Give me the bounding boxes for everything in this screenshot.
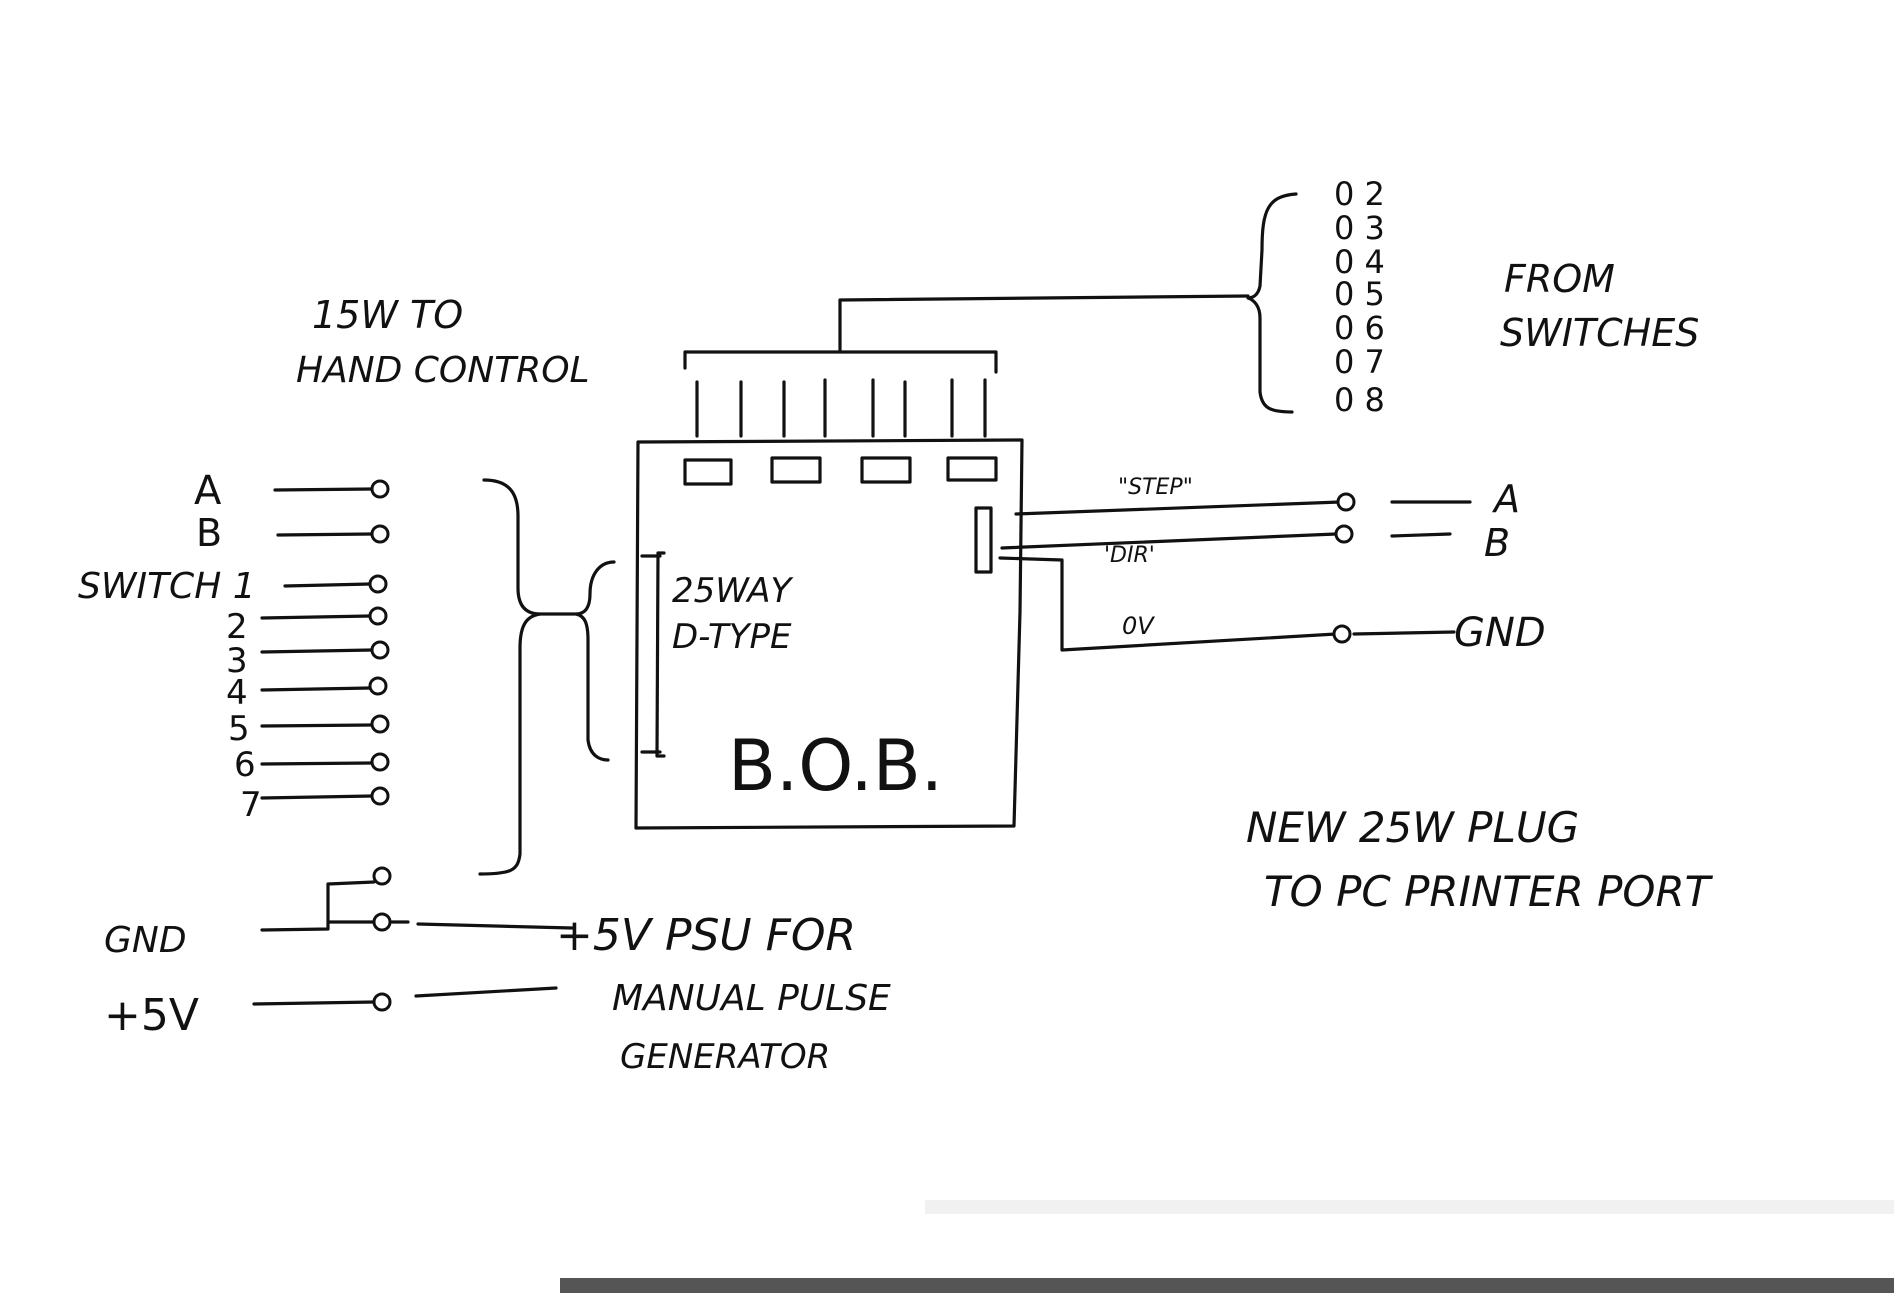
hand-control-terminals [252,478,616,1012]
wire-plus5v [252,1000,376,1006]
switch-number-5: 5 [228,709,250,749]
hand-control-label-2: HAND CONTROL [296,350,590,391]
wire-switch-1 [283,582,372,588]
step-label: "STEP" [1118,475,1193,500]
switch-number-7: 7 [240,785,262,825]
plus5v-psu-line [414,986,558,998]
psu-label-2: MANUAL PULSE [612,978,891,1019]
brace-to-dtype [538,560,616,762]
terminal-switch-1 [368,574,388,594]
bob-board [634,438,1024,830]
terminal-switch-5 [370,714,390,734]
pin-a-label: A [194,468,222,514]
dir-wire [1000,532,1338,550]
terminal-a-right [1336,492,1356,512]
terminal-b-right [1334,524,1354,544]
from-switches-label-1: FROM [1504,257,1615,301]
header-bus [838,294,1250,354]
switch-pin-6: 0 6 [1334,309,1385,347]
terminal-a [370,479,390,499]
switch-number-3: 3 [226,641,248,681]
bob-board-outline [634,438,1024,830]
switch-pin-4: 0 4 [1334,243,1385,281]
switch-number-6: 6 [234,745,256,785]
switch-pin-7: 0 7 [1334,343,1385,381]
terminal-switch-2 [368,606,388,626]
switch-number-2: 2 [226,607,248,647]
bob-output-connector [974,506,993,574]
header-wire-bracket [683,350,998,374]
new-plug-label-2: TO PC PRINTER PORT [1264,867,1714,916]
plus5v-left-label: +5V [104,990,199,1041]
switch-pin-8: 0 8 [1334,381,1385,419]
wire-switch-6 [260,761,374,766]
switch-pin-3: 0 3 [1334,209,1385,247]
switch-group-brace [1246,192,1298,414]
header-wires [683,192,1298,438]
terminal-spare [372,866,392,886]
switch-pin-2: 0 2 [1334,175,1385,213]
wire-switch-2 [260,614,372,620]
bob-pin-block-2 [770,456,822,484]
bob-label: B.O.B. [728,725,943,807]
pin-b-label: B [196,511,222,555]
wire-switch-4 [260,686,372,692]
dir-label: 'DIR' [1104,543,1155,568]
bob-pin-block-3 [860,456,912,484]
b-out-line [1390,532,1452,538]
scan-smudge [925,1200,1894,1214]
terminal-gnd-right [1332,624,1352,644]
out-gnd-label: GND [1454,610,1546,656]
terminal-switch-3 [370,640,390,660]
wire-a [273,487,374,492]
terminal-plus5v [372,992,392,1012]
psu-label-1: +5V PSU FOR [556,910,856,961]
dtype-label-1: 25WAY [672,571,793,611]
psu-label-3: GENERATOR [620,1037,830,1077]
dtype-label-2: D-TYPE [672,617,792,657]
wire-switch-7 [260,794,374,800]
terminal-switch-4 [368,676,388,696]
wire-switch-3 [260,648,374,654]
hand-control-brace [478,478,542,876]
wire-gnd [260,880,376,932]
switch-pin-5: 0 5 [1334,275,1385,313]
step-wire [1014,500,1342,516]
zero-v-wire [998,556,1338,652]
out-a-label: A [1491,477,1520,521]
switch-label: SWITCH 1 [78,566,256,607]
hand-control-label-1: 15W TO [312,293,463,337]
dtype-connector [640,551,666,758]
zero-v-label: 0V [1122,612,1155,640]
switch-pin-list: 0 2 0 3 0 4 0 5 0 6 0 7 0 8 [1334,175,1385,419]
output-wires [998,492,1472,652]
wire-switch-5 [260,723,374,728]
terminal-switch-7 [370,786,390,806]
terminal-switch-6 [370,752,390,772]
bob-pin-block-4 [946,456,998,482]
out-b-label: B [1484,521,1510,565]
terminal-gnd [372,912,392,932]
from-switches-label-2: SWITCHES [1500,311,1699,355]
new-plug-label-1: NEW 25W PLUG [1246,803,1579,852]
gnd-psu-line [390,920,574,930]
bob-pin-block-1 [683,458,733,486]
switch-number-4: 4 [226,673,248,713]
scan-edge-bar [560,1278,1894,1293]
terminal-b [370,524,390,544]
wire-b [276,532,374,537]
gnd-out-line [1352,630,1456,636]
gnd-left-label: GND [104,920,187,961]
